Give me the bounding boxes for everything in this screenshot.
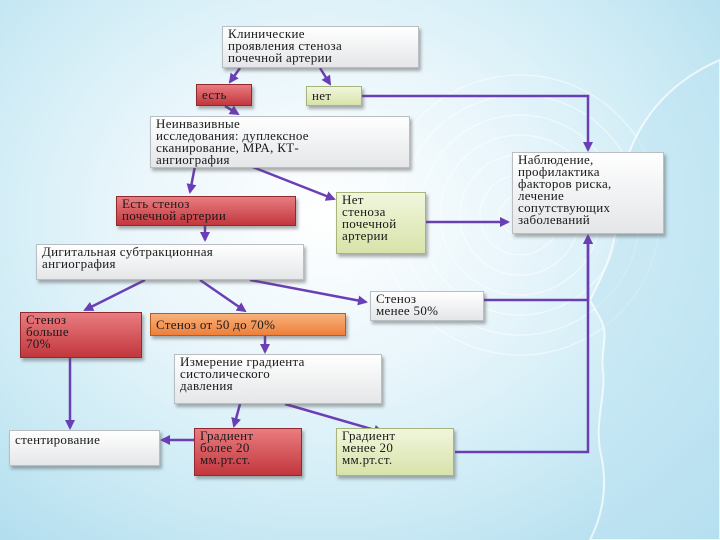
- arrow-yes-to-noninvasive: [224, 104, 240, 116]
- node-gradient-measurement: Измерение градиента систолического давле…: [174, 354, 382, 404]
- node-noninvasive-studies: Неинвазивные исследования: дуплексное ск…: [150, 116, 410, 168]
- arrow-noninvasive-to-stenosis-no: [249, 164, 336, 201]
- node-stenosis-absent: Нет стеноза почечной артерии: [336, 192, 426, 254]
- node-dsa: Дигитальная субтракционная ангиография: [36, 244, 304, 280]
- arrow-gradient-to-gt20: [231, 403, 242, 428]
- node-gradient-less-20: Градиент менее 20 мм.рт.ст.: [336, 428, 454, 476]
- arrow-gradient-to-lt20: [284, 402, 384, 435]
- node-stenosis-present: Есть стеноз почечной артерии: [116, 196, 296, 226]
- arrow-lt50-to-observation: [484, 234, 593, 302]
- node-no: нет: [306, 86, 362, 106]
- node-yes: есть: [196, 84, 252, 106]
- node-stenosis-50-70: Стеноз от 50 до 70%: [150, 313, 346, 336]
- arrow-lt20-to-observation: [455, 234, 593, 454]
- arrow-dsa-to-50-70: [199, 278, 247, 313]
- arrow-noninvasive-to-stenosis-yes: [186, 165, 197, 194]
- node-gradient-more-20: Градиент более 20 мм.рт.ст.: [194, 428, 302, 476]
- arrow-dsa-to-gt70: [83, 278, 146, 312]
- arrow-no-to-observation: [362, 94, 593, 152]
- node-clinical-manifestations: Клинические проявления стеноза почечной …: [222, 26, 419, 68]
- node-stenosis-more-70: Стеноз больше 70%: [20, 312, 142, 358]
- node-stenting: стентирование: [9, 430, 160, 466]
- arrow-clinical-to-no: [318, 67, 332, 86]
- node-observation: Наблюдение, профилактика факторов риска,…: [512, 152, 664, 234]
- node-stenosis-less-50: Стеноз менее 50%: [370, 291, 484, 321]
- arrow-dsa-to-lt50: [249, 278, 368, 306]
- arrow-clinical-to-yes: [228, 67, 242, 84]
